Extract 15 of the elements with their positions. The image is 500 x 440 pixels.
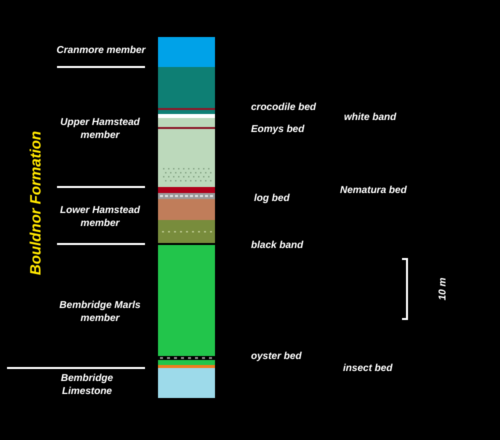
unit-label: Upper Hamstead member — [59, 116, 141, 142]
unit-label: crocodile bed — [251, 101, 316, 114]
unit-label: Lower Hamstead member — [58, 204, 142, 230]
unit-label: Nematura bed — [340, 184, 407, 197]
unit-label: Bembridge Limestone — [60, 372, 114, 398]
unit-label: white band — [344, 111, 396, 124]
unit-label: black band — [251, 239, 304, 252]
formation-label: Bouldnor Formation — [30, 130, 42, 276]
unit-label: 10 m — [436, 278, 450, 300]
unit-label: Eomys bed — [251, 123, 304, 136]
unit-label: Cranmore member — [56, 44, 146, 57]
unit-label: oyster bed — [251, 350, 302, 363]
unit-label: insect bed — [343, 362, 392, 375]
unit-label: log bed — [254, 192, 290, 205]
unit-label: Bembridge Marls member — [58, 299, 142, 325]
